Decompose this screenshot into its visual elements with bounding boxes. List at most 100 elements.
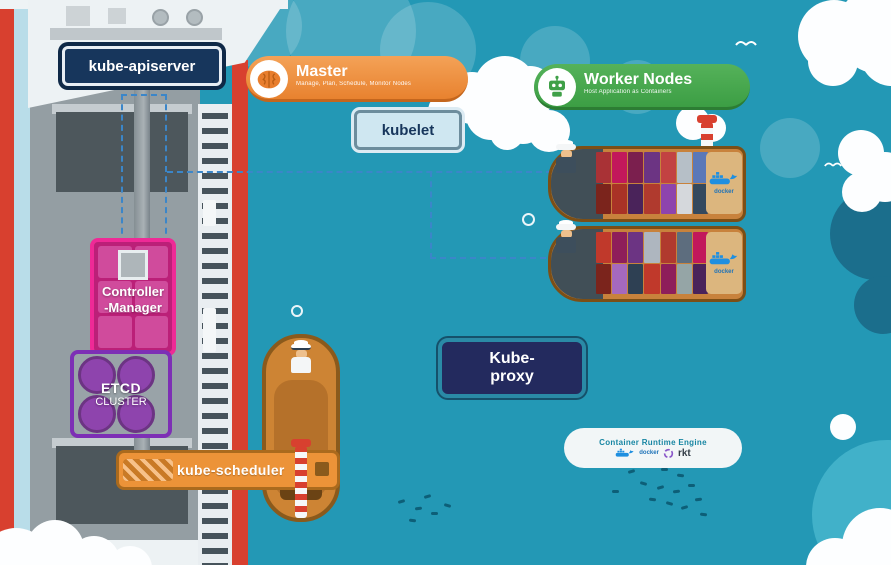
fish-icon (656, 485, 665, 490)
sky-haze (760, 118, 820, 178)
worker-title: Worker Nodes (584, 71, 693, 88)
container-runtime-title: Container Runtime Engine (599, 437, 707, 447)
fish-icon (680, 505, 689, 510)
etcd-cluster-box: ETCD CLUSTER (70, 350, 172, 438)
dock-red-beam (232, 60, 248, 565)
cargo-container-block (692, 232, 708, 263)
fish-icon (612, 490, 619, 493)
cargo-container-block (692, 183, 708, 214)
fish-icon (414, 506, 423, 511)
kube-proxy-box: Kube- proxy (438, 338, 586, 398)
cloud-puff (108, 546, 152, 565)
cargo-container-block (612, 152, 628, 183)
cargo-container-block (644, 152, 660, 183)
fish-icon (639, 481, 648, 486)
ocean-circle (854, 276, 891, 334)
controller-manager-chip (118, 250, 148, 280)
kubelet-box: kubelet (351, 107, 465, 153)
worker-badge-text: Worker Nodes Host Application as Contain… (584, 70, 692, 95)
fish-icon (408, 518, 417, 523)
dock-red-stripe (0, 9, 14, 565)
mast-cap (291, 439, 311, 447)
crane-bar (50, 28, 222, 40)
sailor-face (560, 150, 572, 158)
seagull-icon (735, 41, 757, 46)
controller-manager-cell (98, 281, 132, 313)
cargo-container-block (628, 263, 644, 294)
docker-panel: docker (706, 152, 742, 214)
cargo-containers (596, 232, 708, 294)
tugboat-striped-mast (291, 439, 311, 518)
docker-label: docker (714, 189, 734, 195)
worker-nodes-badge: Worker Nodes Host Application as Contain… (534, 64, 750, 110)
master-subtitle: Manage, Plan, Schedule, Monitor Nodes (296, 81, 412, 88)
cargo-container-block (660, 183, 676, 214)
captain-body (291, 357, 311, 373)
seagull-icon (824, 162, 842, 167)
connector-line (167, 171, 562, 173)
dock-ledge (52, 438, 192, 448)
fish-icon (648, 497, 657, 502)
cargo-container-block (644, 183, 660, 214)
track-signal (203, 308, 216, 352)
controller-manager-cell (134, 316, 168, 348)
crane-cabin (108, 8, 126, 24)
cargo-container-block (644, 232, 660, 263)
cargo-container-block (596, 232, 612, 263)
sailor-hat (559, 140, 573, 145)
captain-hat-brim (291, 344, 311, 350)
sailor-figure (554, 220, 578, 253)
fish-icon (443, 503, 452, 508)
docker-whale-icon (709, 172, 738, 185)
controller-manager-label-line1: Controller (101, 284, 165, 299)
docker-whale-icon (709, 252, 738, 265)
etcd-barrel (117, 395, 155, 433)
fish-icon (688, 484, 695, 487)
cargo-container-block (612, 232, 628, 263)
fish-icon (672, 489, 681, 494)
rkt-icon (663, 448, 674, 458)
sailor-body (556, 157, 576, 173)
captain-hat (294, 340, 308, 345)
sailor-hat (559, 220, 573, 225)
captain-figure (289, 340, 313, 373)
master-badge: Master Manage, Plan, Schedule, Monitor N… (246, 56, 468, 102)
crane-cabin (66, 6, 90, 26)
cargo-container-block (596, 263, 612, 294)
sailor-hat-brim (556, 224, 576, 230)
docker-logo-label: docker (639, 450, 659, 456)
cargo-containers (596, 152, 708, 214)
dock-blue-stripe (14, 9, 30, 565)
cargo-container-block (660, 263, 676, 294)
connector-line (430, 257, 556, 259)
apiserver-connector-outline (121, 94, 167, 244)
cargo-container-block (628, 232, 644, 263)
rkt-logo-label: rkt (677, 447, 691, 459)
etcd-barrels (78, 356, 155, 433)
sailor-figure (554, 140, 578, 173)
robot-icon (538, 68, 576, 106)
controller-manager-box: Controller -Manager (90, 238, 176, 356)
fish-icon (397, 499, 406, 504)
etcd-label-line2: CLUSTER (95, 396, 147, 408)
cargo-container-block (676, 152, 692, 183)
fish-icon (676, 473, 685, 478)
etcd-barrel (78, 395, 116, 433)
container-runtime-badge: Container Runtime Engine docker rkt (564, 428, 742, 468)
cloud-puff (830, 414, 856, 440)
cloud-puff (808, 36, 858, 86)
etcd-barrel (78, 356, 116, 394)
controller-manager-cell (98, 316, 132, 348)
docker-label: docker (714, 269, 734, 275)
etcd-label-line1: ETCD (100, 380, 142, 396)
kubelet-label: kubelet (381, 121, 435, 139)
cargo-container-block (628, 183, 644, 214)
cargo-container-block (676, 183, 692, 214)
controller-manager-cell (134, 281, 168, 313)
cargo-container-block (596, 183, 612, 214)
cargo-container-block (612, 263, 628, 294)
cargo-container-block (628, 152, 644, 183)
cargo-container-block (596, 152, 612, 183)
sailor-face (560, 230, 572, 238)
